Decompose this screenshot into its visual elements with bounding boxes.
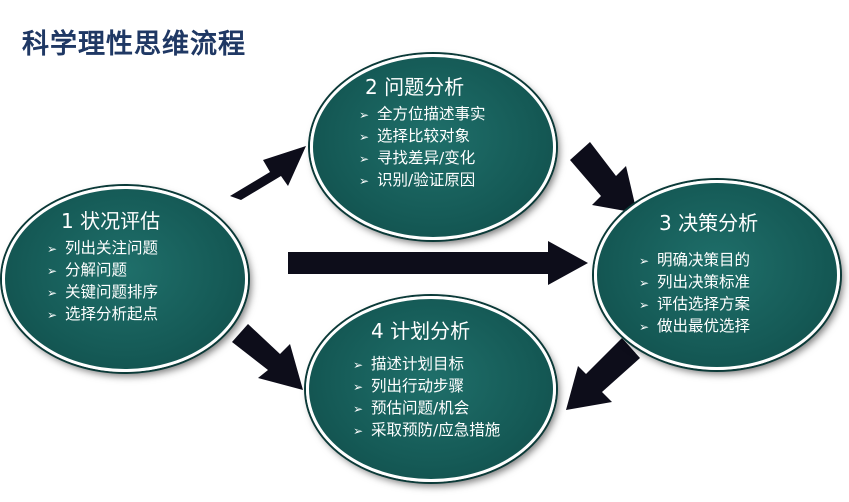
node-4-number: 4 [371,319,384,343]
list-item: ➢识别/验证原因 [359,170,553,192]
node-2-heading: 2 问题分析 [359,71,553,100]
node-1-list: ➢列出关注问题 ➢分解问题 ➢关键问题排序 ➢选择分析起点 [47,238,245,326]
arrow-bullet-icon: ➢ [47,242,58,256]
arrow-bullet-icon: ➢ [353,380,364,394]
arrow-bullet-icon: ➢ [359,108,370,122]
node-2-number: 2 [365,75,378,99]
node-2-list: ➢全方位描述事实 ➢选择比较对象 ➢寻找差异/变化 ➢识别/验证原因 [359,104,553,192]
node-4-label: 计划分析 [390,319,471,343]
list-item: ➢描述计划目标 [353,354,553,376]
arrow-3-to-4 [566,338,640,410]
arrow-bullet-icon: ➢ [639,320,650,334]
list-item: ➢做出最优选择 [639,316,837,338]
node-3-list: ➢明确决策目的 ➢列出决策标准 ➢评估选择方案 ➢做出最优选择 [639,250,837,338]
arrow-bullet-icon: ➢ [359,130,370,144]
node-plan-analysis: 4 计划分析 ➢描述计划目标 ➢列出行动步骤 ➢预估问题/机会 ➢采取预防/应急… [306,296,556,482]
node-3-heading: 3 决策分析 [639,207,837,236]
node-3-label: 决策分析 [678,211,759,235]
node-4-heading: 4 计划分析 [353,315,553,344]
arrow-bullet-icon: ➢ [639,254,650,268]
arrow-1-to-3 [288,241,588,285]
arrow-bullet-icon: ➢ [47,308,58,322]
page-title: 科学理性思维流程 [22,29,246,60]
arrow-bullet-icon: ➢ [47,286,58,300]
list-item: ➢寻找差异/变化 [359,148,553,170]
arrow-bullet-icon: ➢ [353,424,364,438]
list-item: ➢选择比较对象 [359,126,553,148]
arrow-bullet-icon: ➢ [359,174,370,188]
arrow-bullet-icon: ➢ [353,358,364,372]
list-item: ➢列出关注问题 [47,238,245,260]
arrow-bullet-icon: ➢ [639,298,650,312]
node-situation-assessment: 1 状况评估 ➢列出关注问题 ➢分解问题 ➢关键问题排序 ➢选择分析起点 [2,186,248,372]
node-1-heading: 1 状况评估 [47,205,245,234]
arrow-bullet-icon: ➢ [359,152,370,166]
list-item: ➢列出决策标准 [639,272,837,294]
node-1-label: 状况评估 [80,209,161,233]
list-item: ➢关键问题排序 [47,282,245,304]
list-item: ➢全方位描述事实 [359,104,553,126]
node-1-number: 1 [61,209,74,233]
node-decision-analysis: 3 决策分析 ➢明确决策目的 ➢列出决策标准 ➢评估选择方案 ➢做出最优选择 [594,180,840,370]
list-item: ➢选择分析起点 [47,304,245,326]
arrow-1-to-4 [232,324,303,390]
arrow-1-to-2 [230,146,306,200]
node-3-number: 3 [659,211,672,235]
list-item: ➢分解问题 [47,260,245,282]
list-item: ➢采取预防/应急措施 [353,420,553,442]
list-item: ➢预估问题/机会 [353,398,553,420]
arrow-bullet-icon: ➢ [353,402,364,416]
arrow-2-to-3 [570,142,637,213]
list-item: ➢列出行动步骤 [353,376,553,398]
node-4-list: ➢描述计划目标 ➢列出行动步骤 ➢预估问题/机会 ➢采取预防/应急措施 [353,354,553,442]
node-2-label: 问题分析 [384,75,465,99]
list-item: ➢评估选择方案 [639,294,837,316]
arrow-bullet-icon: ➢ [47,264,58,278]
node-problem-analysis: 2 问题分析 ➢全方位描述事实 ➢选择比较对象 ➢寻找差异/变化 ➢识别/验证原… [310,54,556,240]
list-item: ➢明确决策目的 [639,250,837,272]
arrow-bullet-icon: ➢ [639,276,650,290]
